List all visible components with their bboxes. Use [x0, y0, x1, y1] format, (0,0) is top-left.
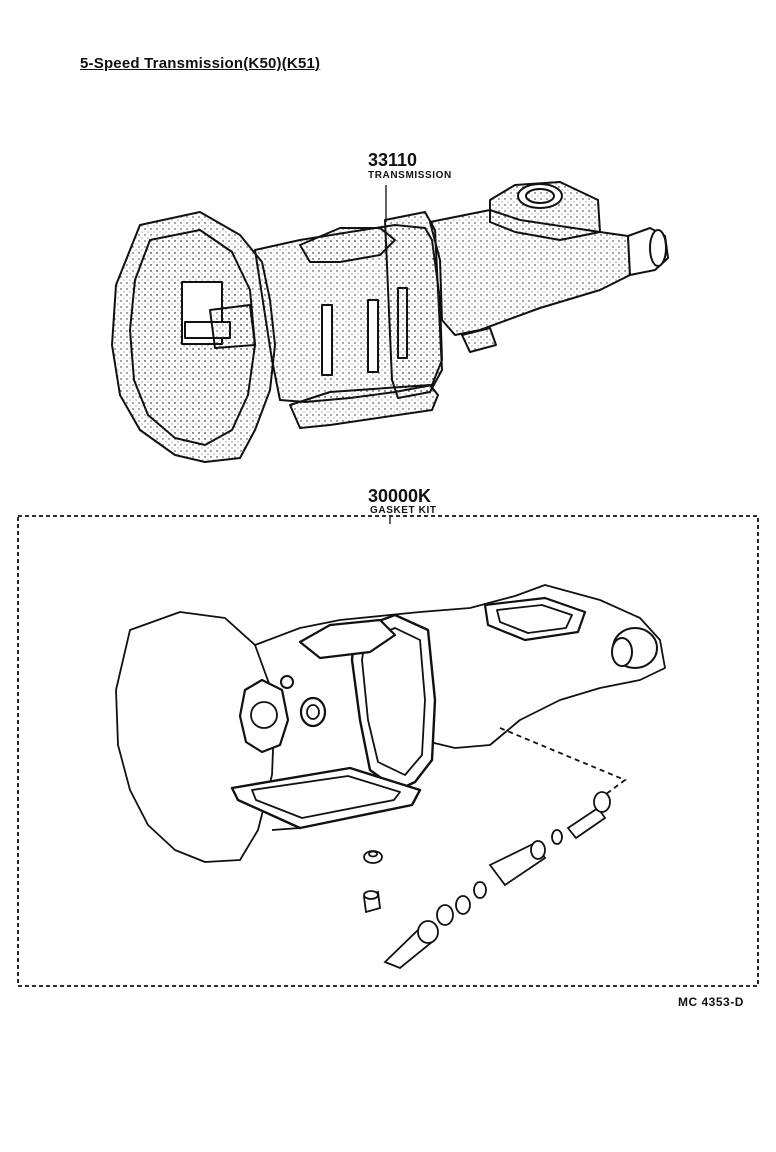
part-number-transmission: 33110 — [368, 150, 418, 170]
drawing-code: MC 4353-D — [678, 995, 744, 1009]
page-title: 5-Speed Transmission(K50)(K51) — [80, 55, 321, 72]
transmission-assembly-drawing — [111, 181, 669, 463]
gasket-kit-boundary — [17, 515, 759, 987]
gasket-kit-transmission-outline — [115, 584, 666, 863]
gasket-kit-small-parts — [363, 727, 627, 970]
part-number-gasket-kit: 30000K — [368, 486, 432, 506]
part-name-gasket-kit: GASKET KIT — [370, 505, 437, 516]
part-name-transmission: TRANSMISSION — [368, 170, 452, 181]
